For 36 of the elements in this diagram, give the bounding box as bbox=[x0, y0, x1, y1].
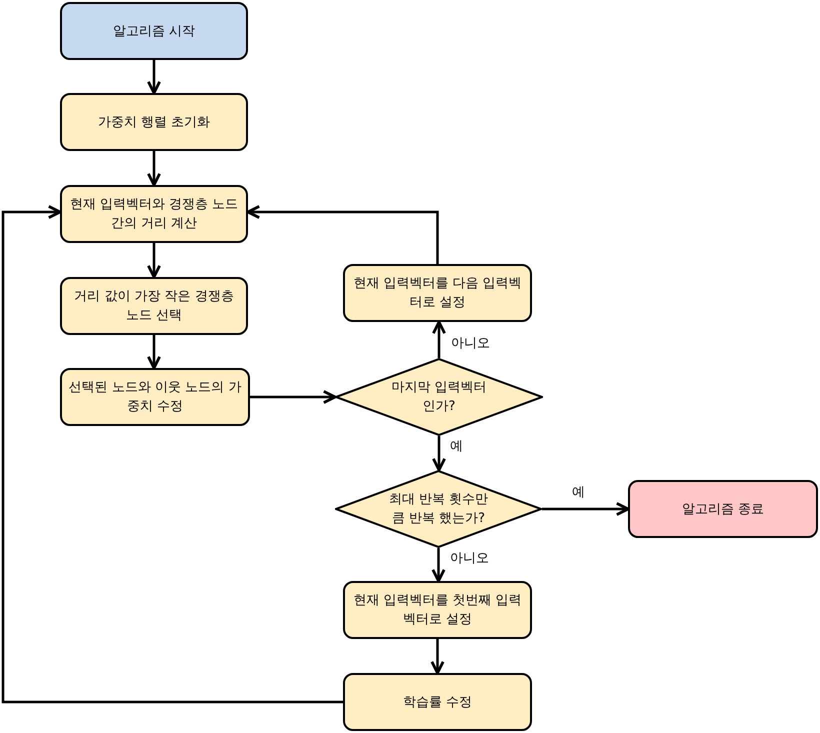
process-box bbox=[60, 93, 248, 151]
node-text: 학습률 수정 bbox=[402, 694, 472, 712]
terminal-box bbox=[628, 480, 818, 538]
node-text: 현재 입력벡터를 첫번째 입력벡터로 설정 bbox=[352, 592, 522, 629]
arrow bbox=[432, 548, 446, 582]
arrow bbox=[432, 436, 446, 472]
arrow bbox=[147, 243, 161, 278]
decision-diamond bbox=[335, 358, 543, 436]
process-box bbox=[343, 673, 532, 731]
process-box bbox=[343, 264, 532, 322]
node-text: 마지막 입력벡터인가? bbox=[390, 379, 488, 416]
process-box bbox=[60, 368, 250, 426]
node-text: 현재 입력벡터를 다음 입력벡터로 설정 bbox=[352, 275, 522, 312]
node-text: 알고리즘 종료 bbox=[682, 500, 764, 518]
decision-diamond bbox=[335, 470, 542, 548]
process-box bbox=[60, 277, 248, 335]
arrow bbox=[432, 320, 446, 358]
arrow bbox=[2, 205, 343, 704]
arrow bbox=[147, 335, 161, 370]
arrow bbox=[147, 60, 161, 94]
arrow bbox=[246, 205, 439, 264]
node-text: 최대 반복 횟수만큼 반복 했는가? bbox=[388, 491, 488, 528]
arrow bbox=[147, 151, 161, 186]
node-text: 현재 입력벡터와 경쟁층 노드간의 거리 계산 bbox=[68, 196, 240, 233]
node-text: 가중치 행렬 초기화 bbox=[98, 114, 210, 132]
arrow bbox=[250, 390, 336, 404]
process-box bbox=[343, 581, 532, 639]
edge-label: 아니오 bbox=[449, 336, 492, 352]
arrow bbox=[542, 502, 630, 516]
node-text: 선택된 노드와 이웃 노드의 가중치 수정 bbox=[68, 379, 242, 416]
edge-label: 아니오 bbox=[448, 551, 491, 567]
node-text: 알고리즘 시작 bbox=[112, 22, 196, 40]
process-box bbox=[60, 185, 248, 243]
node-text: 거리 값이 가장 작은 경쟁층 노드 선택 bbox=[74, 288, 234, 325]
arrow bbox=[430, 639, 444, 674]
terminal-box bbox=[60, 2, 248, 60]
